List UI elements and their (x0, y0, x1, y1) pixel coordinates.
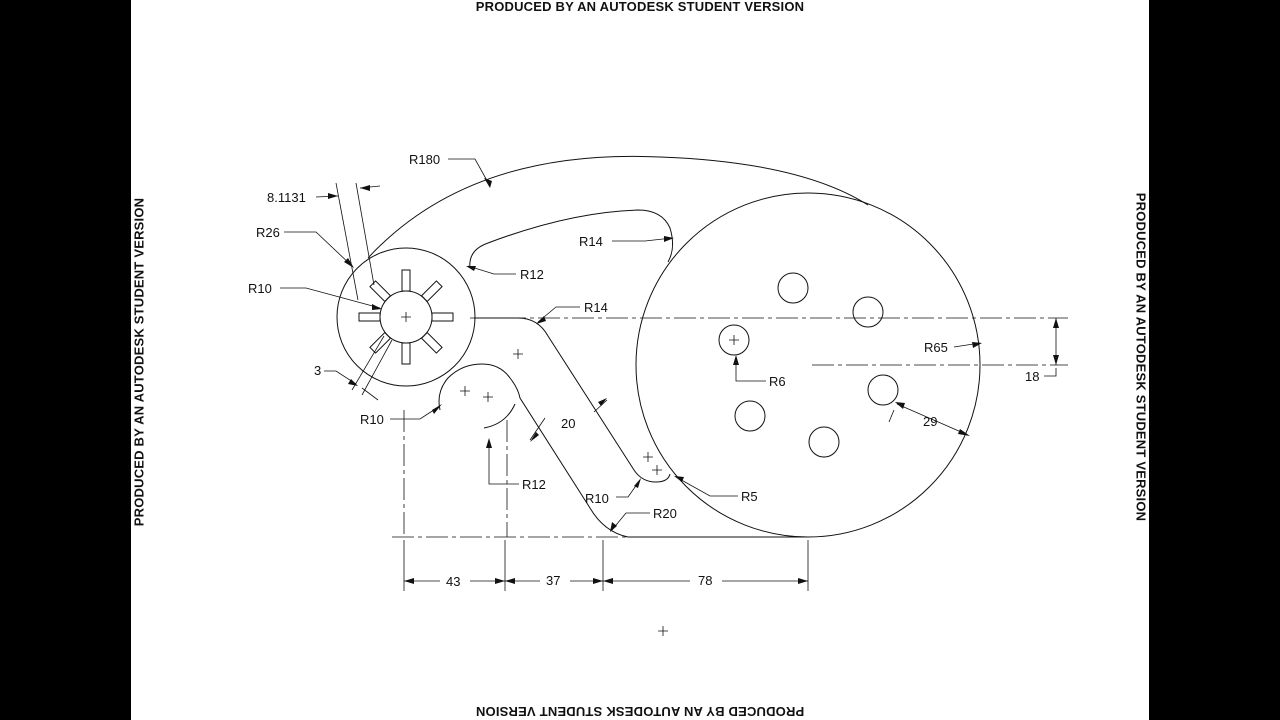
part-outline (336, 155, 981, 538)
hub-circle-r26 (336, 247, 476, 387)
middle-arm (474, 317, 671, 483)
dim-18: 18 (1025, 369, 1039, 384)
dim-r180: R180 (409, 152, 440, 167)
hole-r6-a (718, 324, 750, 356)
dimension-lines (280, 158, 1057, 591)
spline-teeth (358, 269, 454, 365)
lower-fillet-r12 (483, 403, 516, 429)
watermark-top: PRODUCED BY AN AUTODESK STUDENT VERSION (475, 0, 805, 14)
drawing-sheet: PRODUCED BY AN AUTODESK STUDENT VERSION … (131, 0, 1149, 720)
center-marks (401, 312, 739, 636)
dim-r14-upper: R14 (579, 234, 603, 249)
dim-20: 20 (561, 416, 575, 431)
dim-37: 37 (546, 573, 560, 588)
cad-drawing: R180 8.1131 R26 R10 3 R10 R12 R14 R14 R6… (248, 152, 1068, 636)
dimension-labels: R180 8.1131 R26 R10 3 R10 R12 R14 R14 R6… (248, 152, 1039, 589)
outer-arc-r180 (367, 155, 869, 259)
hole-b (777, 272, 809, 304)
center-lines (392, 317, 1068, 538)
dim-r6: R6 (769, 374, 786, 389)
dim-r20: R20 (653, 506, 677, 521)
dim-29: 29 (923, 414, 937, 429)
dim-r10-small: R10 (360, 412, 384, 427)
dim-8-1131: 8.1131 (267, 190, 306, 205)
upper-slot (469, 209, 674, 269)
dim-43: 43 (446, 574, 460, 589)
hole-f (808, 426, 840, 458)
dim-r26: R26 (256, 225, 280, 240)
dim-r12-lower: R12 (522, 477, 546, 492)
hole-c (852, 296, 884, 328)
dim-3: 3 (314, 363, 321, 378)
dim-r10-hub: R10 (248, 281, 272, 296)
lower-arm (438, 363, 808, 538)
arrowheads (328, 178, 1059, 584)
dim-r10-slot: R10 (585, 491, 609, 506)
dim-78: 78 (698, 573, 712, 588)
dim-r65: R65 (924, 340, 948, 355)
dim-r12-upper: R12 (520, 267, 544, 282)
dim-r5: R5 (741, 489, 758, 504)
hole-e (734, 400, 766, 432)
dim-r14-mid: R14 (584, 300, 608, 315)
hole-d (867, 374, 899, 406)
